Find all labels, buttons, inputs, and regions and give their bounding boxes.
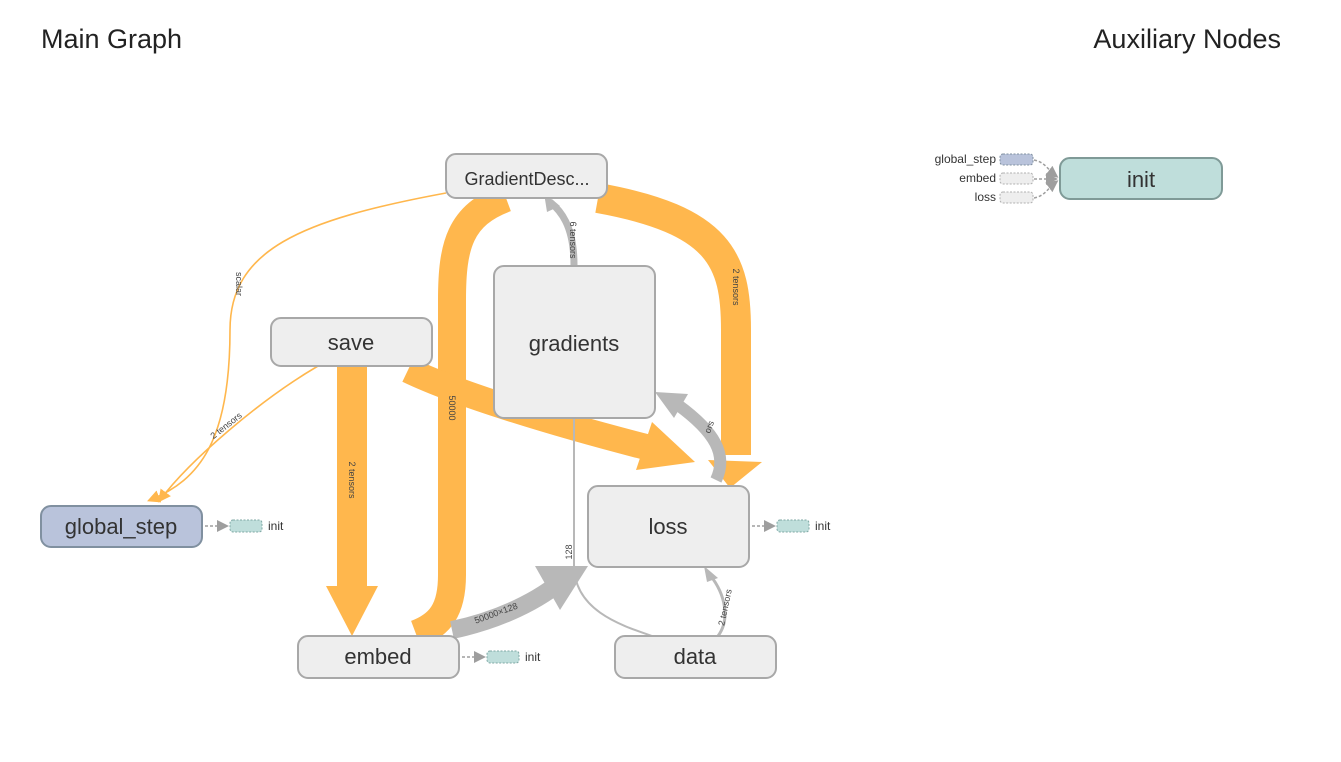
init-stub-loss-label: init [815,519,831,533]
edge-label-128: 128 [564,544,574,559]
node-global-step[interactable]: global_step [40,505,203,548]
init-stub-loss[interactable]: init [752,519,831,533]
edge-gd-to-loss[interactable] [595,183,751,455]
init-stub-embed[interactable]: init [462,650,541,664]
edge-label-2-tensors-save-gs: 2 tensors [208,410,244,441]
edge-data-to-loss[interactable] [708,574,727,637]
init-stub-global-step-label: init [268,519,284,533]
aux-input-loss[interactable]: loss [975,180,1059,204]
edge-loss-to-gradients-arrowhead [655,392,688,418]
node-save-label: save [328,330,374,355]
edge-save-to-embed-arrowhead [326,586,378,636]
edge-label-2-tensors-save-embed: 2 tensors [347,461,357,499]
init-stub-embed-label: init [525,650,541,664]
node-data-label: data [674,644,718,669]
node-gradients[interactable]: gradients [493,265,656,419]
node-loss-label: loss [648,514,687,539]
node-data[interactable]: data [614,635,777,679]
node-gradient-descent-label: GradientDesc... [464,169,589,189]
aux-input-embed[interactable]: embed [959,171,1058,185]
auxiliary-nodes-title: Auxiliary Nodes [1093,24,1281,54]
edge-gd-to-global-step[interactable] [147,192,447,503]
edge-label-ors: ors [702,419,716,435]
aux-input-embed-label: embed [959,171,996,185]
edge-label-50000: 50000 [447,395,457,420]
edge-label-2-tensors-data-loss: 2 tensors [716,588,734,627]
edge-save-to-global-step[interactable] [158,365,319,503]
aux-input-global-step[interactable]: global_step [935,152,1059,178]
edge-loss-to-gradients[interactable] [674,400,727,483]
edge-gd-to-embed[interactable] [410,184,512,648]
aux-input-global-step-label: global_step [935,152,997,166]
node-save[interactable]: save [270,317,433,367]
node-embed[interactable]: embed [297,635,460,679]
init-stub-global-step[interactable]: init [205,519,284,533]
node-gradient-descent[interactable]: GradientDesc... [445,153,608,199]
node-global-step-label: global_step [65,514,178,539]
aux-node-init[interactable]: init [1059,157,1223,200]
node-loss[interactable]: loss [587,485,750,568]
edge-save-to-loss-arrowhead [636,422,695,470]
aux-input-loss-label: loss [975,190,996,204]
main-graph-title: Main Graph [41,24,183,54]
edge-label-2-tensors-gd-loss: 2 tensors [731,268,741,306]
node-embed-label: embed [344,644,411,669]
edge-label-scalar: scalar [234,272,244,296]
edge-data-to-loss-arrowhead [704,566,718,582]
edges [147,183,762,648]
node-gradients-label: gradients [529,331,620,356]
aux-node-init-label: init [1127,167,1155,192]
edge-label-6-tensors: 6 tensors [568,221,578,259]
edge-embed-to-loss-arrowhead [535,566,588,610]
